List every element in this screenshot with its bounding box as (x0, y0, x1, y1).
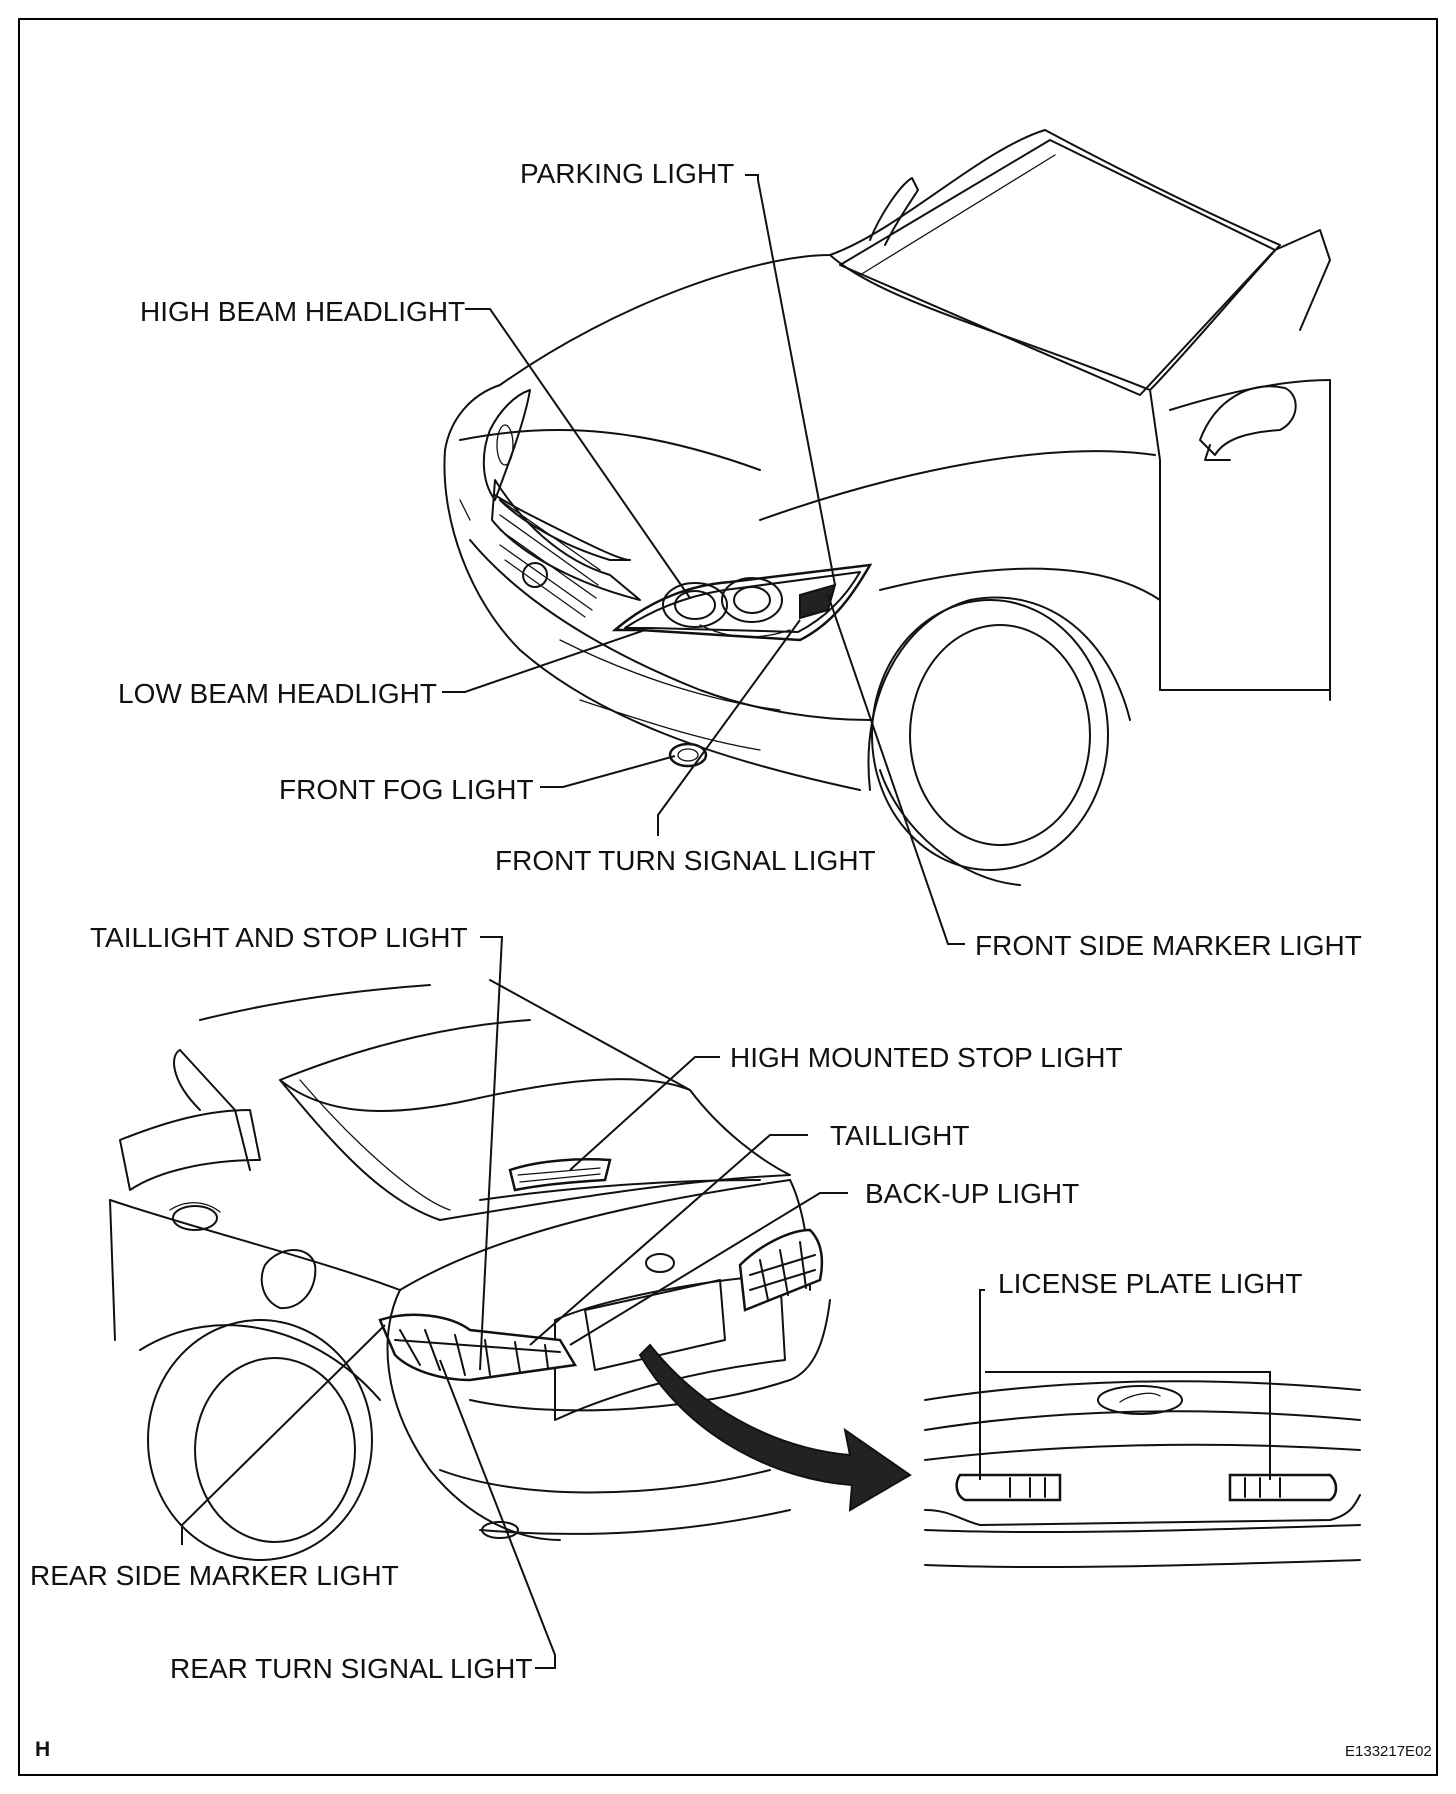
corner-mark: H (35, 1738, 50, 1761)
rear-vehicle-illustration (109, 979, 912, 1561)
leader-high-mounted-stop (569, 1056, 720, 1171)
leader-high-beam (465, 308, 691, 599)
label-taillight-and-stop-light: TAILLIGHT AND STOP LIGHT (90, 922, 468, 953)
label-front-side-marker-light: FRONT SIDE MARKER LIGHT (975, 930, 1362, 961)
leader-low-beam (442, 629, 646, 693)
front-vehicle-illustration (443, 129, 1331, 886)
leader-taillight (529, 1134, 808, 1346)
label-rear-side-marker-light: REAR SIDE MARKER LIGHT (30, 1560, 399, 1591)
label-high-beam-headlight: HIGH BEAM HEADLIGHT (140, 296, 465, 327)
leader-back-up (569, 1192, 848, 1346)
leader-rear-turn (439, 1359, 556, 1669)
license-plate-detail-illustration (924, 1380, 1361, 1569)
leader-front-side-marker (827, 594, 965, 945)
leader-front-turn (657, 619, 801, 836)
leader-taillight-stop (479, 936, 504, 1371)
labels: PARKING LIGHT HIGH BEAM HEADLIGHT LOW BE… (30, 158, 1362, 1684)
label-low-beam-headlight: LOW BEAM HEADLIGHT (118, 678, 437, 709)
leader-license-right (985, 1371, 1271, 1480)
label-high-mounted-stop-light: HIGH MOUNTED STOP LIGHT (730, 1042, 1123, 1073)
leader-front-fog (540, 755, 676, 788)
label-back-up-light: BACK-UP LIGHT (865, 1178, 1079, 1209)
label-rear-turn-signal-light: REAR TURN SIGNAL LIGHT (170, 1653, 533, 1684)
diagram-frame (18, 18, 1438, 1776)
label-taillight: TAILLIGHT (830, 1120, 970, 1151)
label-front-fog-light: FRONT FOG LIGHT (279, 774, 534, 805)
label-front-turn-signal-light: FRONT TURN SIGNAL LIGHT (495, 845, 876, 876)
label-parking-light: PARKING LIGHT (520, 158, 734, 189)
figure-id: E133217E02 (1345, 1743, 1432, 1760)
leader-parking-light (745, 174, 836, 586)
leader-license-left (979, 1289, 985, 1480)
leader-rear-side-marker (181, 1324, 386, 1545)
label-license-plate-light: LICENSE PLATE LIGHT (998, 1268, 1302, 1299)
leader-lines (181, 174, 1271, 1669)
